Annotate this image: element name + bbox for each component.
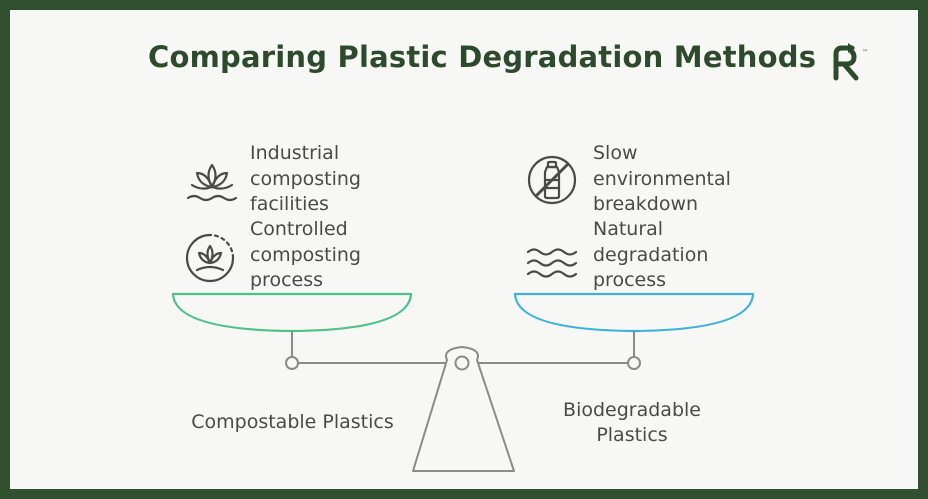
water-waves-icon bbox=[526, 248, 578, 278]
right-item-1-text: Slow environmental breakdown bbox=[593, 142, 731, 215]
page-title: Comparing Plastic Degradation Methods bbox=[148, 40, 817, 74]
infographic-canvas: Comparing Plastic Degradation Methods ™ … bbox=[10, 10, 918, 489]
lotus-plant-icon bbox=[186, 163, 238, 202]
left-scale-label: Compostable Plastics bbox=[191, 411, 394, 433]
recycle-r-logo-icon: ™ bbox=[833, 43, 868, 81]
scale-fulcrum bbox=[412, 346, 515, 472]
left-item-2-text: Controlled composting process bbox=[250, 218, 361, 291]
left-item-1-text: Industrial composting facilities bbox=[250, 142, 361, 215]
right-scale-label: Biodegradable Plastics bbox=[563, 399, 701, 446]
sprout-circle-icon bbox=[185, 233, 235, 283]
no-plastic-bottle-icon bbox=[527, 155, 577, 205]
balance-scale bbox=[171, 292, 755, 472]
trademark-mark: ™ bbox=[862, 49, 868, 56]
left-pan bbox=[171, 292, 413, 333]
right-item-2-text: Natural degradation process bbox=[593, 218, 709, 291]
right-pan bbox=[513, 292, 755, 333]
